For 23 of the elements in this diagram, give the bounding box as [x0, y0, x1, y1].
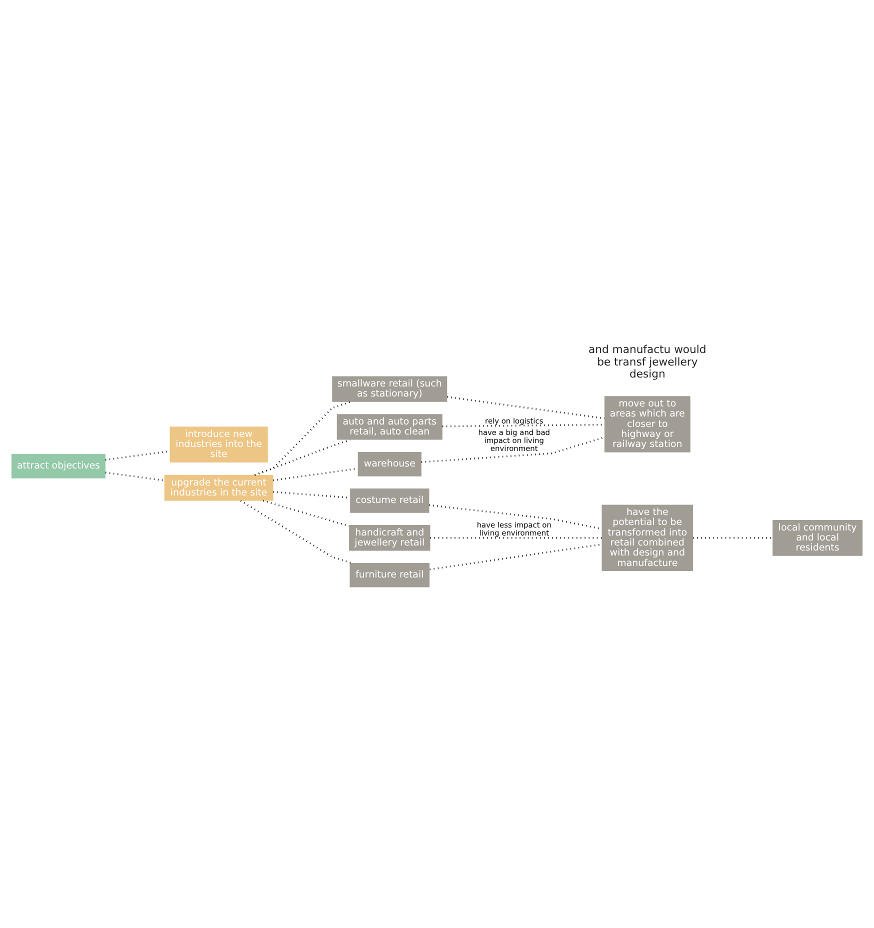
connector	[693, 536, 772, 538]
connector	[429, 504, 602, 530]
connector	[430, 543, 602, 570]
node-box: furniture retail	[350, 562, 430, 587]
connector	[447, 396, 604, 419]
node-box: handicraft and jewellery retail	[349, 524, 430, 550]
connector	[254, 400, 350, 476]
node-box: smallware retail (such as stationary)	[332, 376, 448, 402]
connector	[240, 500, 352, 564]
connector	[105, 471, 164, 481]
connector	[421, 436, 605, 462]
node-box: local community and local residents	[772, 519, 863, 556]
node-box: attract objectives	[11, 454, 106, 478]
connector	[430, 536, 602, 538]
node-box: introduce new industries into the site	[170, 426, 268, 462]
node-box: move out to areas which are closer to highway or railway station	[604, 396, 690, 452]
connector	[262, 499, 350, 526]
node-box: have the potential to be transformed into retail combined with design and manufacture	[602, 504, 694, 571]
node-box: costume retail	[350, 488, 430, 512]
label: and manufactu would be transf jewellery design	[588, 342, 706, 380]
node-box: warehouse	[358, 451, 422, 476]
node-box: auto and auto parts retail, auto clean	[336, 414, 442, 440]
node-box: upgrade the current industries in the site	[164, 474, 274, 500]
